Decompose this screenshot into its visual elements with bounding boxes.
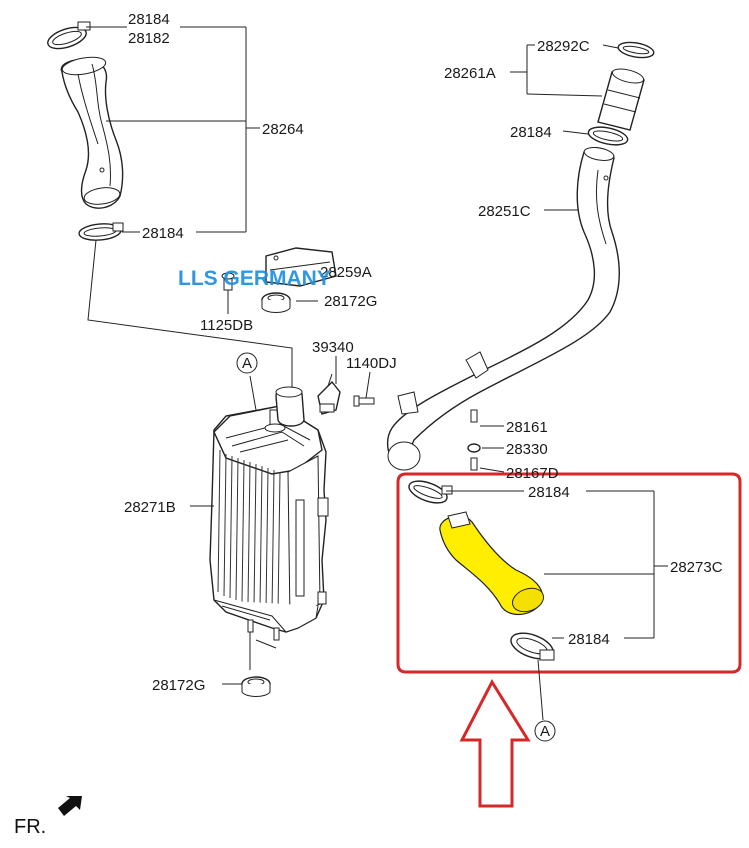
label-28182[interactable]: 28182 bbox=[128, 30, 170, 47]
label-28184-highlight-top[interactable]: 28184 bbox=[526, 482, 572, 503]
bolt-1125DB[interactable] bbox=[221, 272, 235, 291]
clamp-hl-top[interactable] bbox=[406, 477, 453, 508]
leader-lines-middle bbox=[190, 290, 371, 685]
leader-lines-left bbox=[86, 26, 293, 390]
leader-lines-right bbox=[479, 44, 619, 473]
sensor-39340[interactable] bbox=[317, 373, 341, 415]
coupler-28261A[interactable] bbox=[597, 66, 645, 131]
bolt-1140DJ[interactable] bbox=[353, 395, 375, 407]
label-28292C[interactable]: 28292C bbox=[537, 38, 590, 55]
label-28172G-bottom[interactable]: 28172G bbox=[152, 677, 205, 694]
leader-lines-highlight bbox=[446, 490, 668, 721]
intercooler-28271B[interactable] bbox=[209, 405, 329, 641]
label-28184-right-top[interactable]: 28184 bbox=[510, 124, 552, 141]
pipe-28251C[interactable] bbox=[386, 145, 620, 471]
label-28161[interactable]: 28161 bbox=[506, 419, 548, 436]
callout-a-bottom-text: A bbox=[540, 723, 550, 740]
label-28259A[interactable]: 28259A bbox=[320, 264, 372, 281]
bracket-28259A[interactable] bbox=[265, 247, 337, 287]
label-28271B[interactable]: 28271B bbox=[124, 499, 176, 516]
watermark-text: LLS GERMANY bbox=[178, 267, 331, 290]
clamp-lower-left[interactable] bbox=[78, 222, 124, 242]
front-arrow-icon bbox=[58, 796, 82, 816]
label-28273C[interactable]: 28273C bbox=[670, 559, 723, 576]
label-28167D[interactable]: 28167D bbox=[506, 465, 559, 482]
part-labels: 28184 28182 28264 28184 28259A 28172G 11… bbox=[124, 11, 723, 694]
label-28184-highlight-bottom[interactable]: 28184 bbox=[568, 631, 610, 648]
front-label: FR. bbox=[14, 816, 46, 838]
callout-a-top: A bbox=[236, 352, 258, 374]
label-28172G-top[interactable]: 28172G bbox=[324, 293, 377, 310]
label-28184-left-clamp[interactable]: 28184 bbox=[142, 225, 184, 242]
label-28264[interactable]: 28264 bbox=[262, 121, 304, 138]
intercooler-fins bbox=[217, 449, 281, 615]
callout-a-bottom: A bbox=[534, 720, 556, 742]
hose-28264[interactable] bbox=[60, 54, 124, 209]
clamp-hl-bottom[interactable] bbox=[508, 628, 557, 664]
label-28261A[interactable]: 28261A bbox=[444, 65, 496, 82]
label-1125DB[interactable]: 1125DB bbox=[200, 317, 253, 334]
left-hose-assembly bbox=[45, 21, 124, 242]
outlet-stub[interactable] bbox=[275, 386, 305, 427]
highlight-arrow bbox=[459, 678, 531, 808]
clamp-top-left[interactable] bbox=[45, 21, 91, 53]
front-direction-indicator: FR. bbox=[14, 796, 82, 838]
label-28184-top[interactable]: 28184 bbox=[128, 11, 170, 28]
highlight-frame bbox=[396, 472, 742, 674]
fasteners-28161-28330-28167D[interactable] bbox=[467, 409, 481, 471]
mount-28172G-bottom[interactable] bbox=[241, 676, 271, 697]
callout-a-top-text: A bbox=[242, 355, 252, 372]
clamp-right-top[interactable] bbox=[587, 124, 629, 148]
hose-28273C[interactable] bbox=[439, 511, 547, 616]
label-1140DJ[interactable]: 1140DJ bbox=[346, 355, 397, 372]
mount-28172G-top[interactable] bbox=[261, 292, 291, 313]
label-39340[interactable]: 39340 bbox=[312, 339, 354, 356]
clamp-28292C[interactable] bbox=[617, 40, 655, 60]
label-28251C[interactable]: 28251C bbox=[478, 203, 531, 220]
label-28330[interactable]: 28330 bbox=[506, 441, 548, 458]
